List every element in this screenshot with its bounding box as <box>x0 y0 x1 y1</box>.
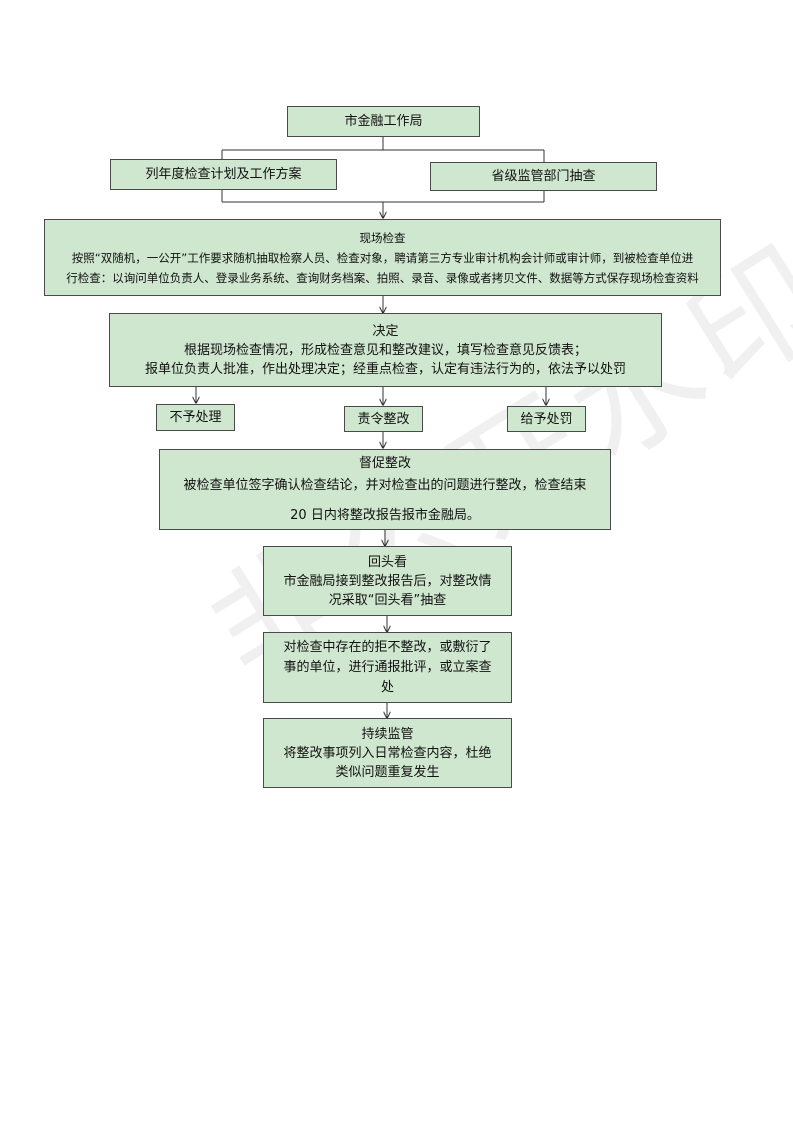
node-no-action: 不予处理 <box>156 404 235 431</box>
node-decision-line1: 根据现场检查情况，形成检查意见和整改建议，填写检查意见反馈表； <box>183 342 587 358</box>
node-report: 对检查中存在的拒不整改，或敷衍了 事的单位，进行通报批评，或立案查 处 <box>263 632 512 703</box>
node-lookback: 回头看 市金融局接到整改报告后，对整改情 况采取“回头看”抽查 <box>263 546 512 616</box>
node-bureau: 市金融工作局 <box>287 106 480 137</box>
node-continuous-line2: 类似问题重复发生 <box>335 764 440 780</box>
node-provincial: 省级监管部门抽查 <box>430 162 657 191</box>
node-onsite-title: 现场检查 <box>359 230 406 245</box>
node-continuous-title: 持续监管 <box>361 726 414 742</box>
node-lookback-line2: 况采取“回头看”抽查 <box>328 592 447 608</box>
node-onsite-line1: 按照“双随机，一公开”工作要求随机抽取检察人员、检查对象，聘请第三方专业审计机构… <box>71 250 694 265</box>
node-report-line3: 处 <box>380 679 394 695</box>
node-onsite-line2: 行检查：以询问单位负责人、登录业务系统、查询财务档案、拍照、录音、录像或者拷贝文… <box>66 270 699 285</box>
node-decision: 决定 根据现场检查情况，形成检查意见和整改建议，填写检查意见反馈表； 报单位负责… <box>109 313 662 387</box>
node-rectify: 责令整改 <box>344 406 423 432</box>
node-provincial-text: 省级监管部门抽查 <box>491 169 596 184</box>
node-penalty: 给予处罚 <box>507 406 586 432</box>
node-rectify-text: 责令整改 <box>357 411 410 427</box>
node-penalty-text: 给予处罚 <box>520 411 573 427</box>
node-bureau-text: 市金融工作局 <box>344 114 423 129</box>
node-report-line1: 对检查中存在的拒不整改，或敷衍了 <box>283 639 492 655</box>
node-supervise-line2: 20 日内将整改报告报市金融局。 <box>290 507 480 523</box>
node-annual-plan-text: 列年度检查计划及工作方案 <box>145 167 302 182</box>
node-lookback-title: 回头看 <box>367 554 407 570</box>
node-decision-title: 决定 <box>372 323 399 339</box>
node-supervise-line1: 被检查单位签字确认检查结论，并对检查出的问题进行整改，检查结束 <box>183 477 587 493</box>
node-continuous-line1: 将整改事项列入日常检查内容，杜绝 <box>283 745 492 761</box>
node-no-action-text: 不予处理 <box>169 410 222 425</box>
node-lookback-line1: 市金融局接到整改报告后，对整改情 <box>283 573 492 589</box>
node-onsite: 现场检查 按照“双随机，一公开”工作要求随机抽取检察人员、检查对象，聘请第三方专… <box>44 219 721 296</box>
node-annual-plan: 列年度检查计划及工作方案 <box>110 159 337 190</box>
node-supervise-title: 督促整改 <box>358 455 411 471</box>
node-supervise: 督促整改 被检查单位签字确认检查结论，并对检查出的问题进行整改，检查结束 20 … <box>159 449 611 530</box>
node-continuous: 持续监管 将整改事项列入日常检查内容，杜绝 类似问题重复发生 <box>263 718 512 788</box>
node-decision-line2: 报单位负责人批准，作出处理决定；经重点检查，认定有违法行为的，依法予以处罚 <box>144 361 626 377</box>
node-report-line2: 事的单位，进行通报批评，或立案查 <box>283 659 492 675</box>
